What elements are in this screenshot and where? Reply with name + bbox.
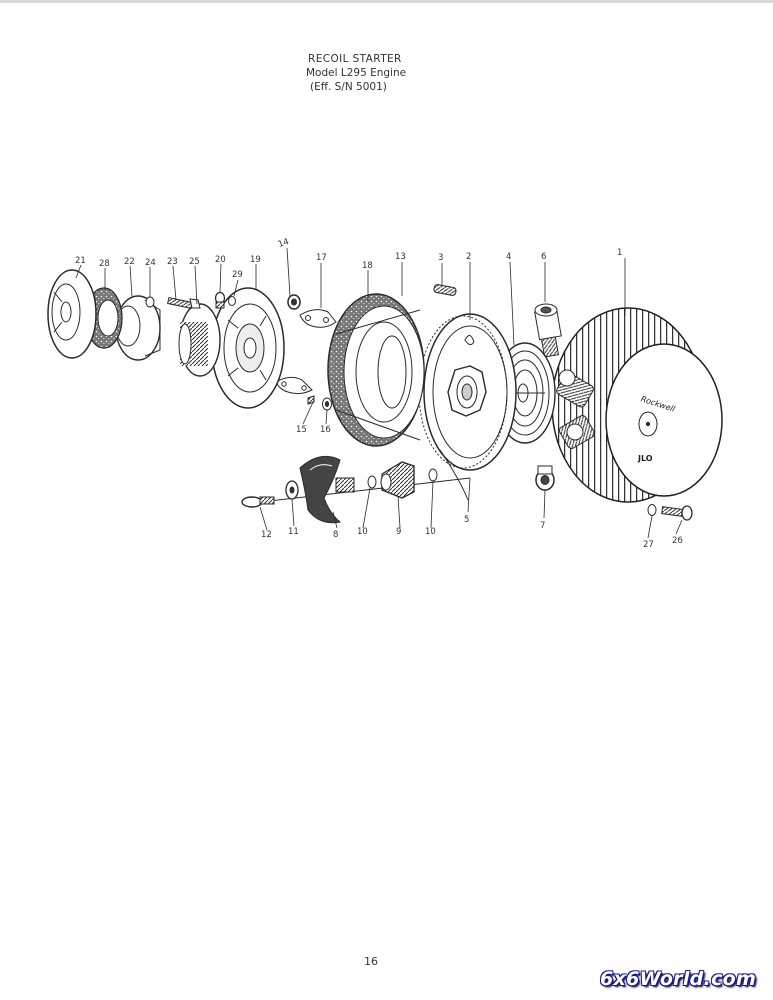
callout-11: 11: [288, 527, 299, 537]
part-23-bolt: [167, 296, 201, 310]
callout-19: 19: [250, 255, 261, 265]
diagram-model: Model L295 Engine: [306, 67, 407, 79]
part-29-washer: [228, 296, 236, 306]
part-20-screw: [214, 291, 226, 309]
part-12-rope-end: [241, 496, 275, 508]
callout-24: 24: [145, 258, 156, 268]
page-number: 16: [364, 955, 378, 968]
part-10-washer-right: [428, 468, 438, 482]
starter-rope: [251, 477, 471, 504]
callout-8: 8: [333, 530, 338, 540]
callout-15: 15: [296, 425, 307, 435]
callout-7: 7: [540, 521, 545, 531]
part-26-bolt: [661, 505, 693, 521]
callout-1: 1: [617, 248, 622, 258]
callout-17: 17: [316, 253, 327, 263]
callout-12: 12: [261, 530, 272, 540]
part-17-pawl: [299, 309, 337, 328]
housing-logo-text: JLO: [637, 454, 653, 463]
part-24-washer: [145, 296, 155, 308]
leader-lines: [75, 247, 683, 539]
diagram-serial: (Eff. S/N 5001): [310, 81, 387, 93]
part-2-pulley-hub: [447, 365, 487, 417]
callout-9: 9: [396, 527, 401, 537]
callout-22: 22: [124, 257, 135, 267]
callout-29: 29: [232, 270, 243, 280]
callout-27: 27: [643, 540, 654, 550]
callout-18: 18: [362, 261, 373, 271]
diagram-title: RECOIL STARTER: [308, 53, 402, 65]
callout-16: 16: [320, 425, 331, 435]
part-7-nut: [535, 465, 555, 491]
part-27-washer: [647, 504, 657, 516]
callout-10-right: 10: [425, 527, 436, 537]
part-21-cover: [47, 269, 97, 359]
diagram-title-block: RECOIL STARTER Model L295 Engine (Eff. S…: [296, 52, 436, 94]
callout-6: 6: [541, 252, 546, 262]
part-6-bushing: [534, 303, 562, 358]
top-border: [0, 0, 773, 3]
callout-21: 21: [75, 256, 86, 266]
part-19-pawl-plate: [211, 287, 285, 409]
callout-14: 14: [277, 237, 291, 250]
part-11-washer: [285, 480, 299, 500]
part-14-nut: [287, 294, 301, 310]
part-13-starter-cup: [327, 293, 425, 447]
part-8-handle: [299, 455, 355, 524]
callout-26: 26: [672, 536, 683, 546]
part-10-washer-left: [367, 475, 377, 489]
part-5-rope-pulley: [418, 313, 517, 501]
part-9-grommet: [380, 461, 415, 499]
callout-5: 5: [464, 515, 469, 525]
callout-2: 2: [466, 252, 471, 262]
callout-13: 13: [395, 252, 406, 262]
callout-28: 28: [99, 259, 110, 269]
part-15-pawl: [275, 376, 315, 405]
callout-4: 4: [506, 252, 511, 262]
part-3-pin: [433, 284, 457, 296]
callout-23: 23: [167, 257, 178, 267]
part-16-washer: [322, 397, 332, 411]
part-25-spacer: [178, 303, 221, 377]
callout-10-left: 10: [357, 527, 368, 537]
watermark-logo: 6x6World.com: [600, 968, 757, 990]
callout-20: 20: [215, 255, 226, 265]
callout-3: 3: [438, 253, 443, 263]
callout-25: 25: [189, 257, 200, 267]
part-1-housing: Rockwell JLO: [551, 307, 723, 503]
